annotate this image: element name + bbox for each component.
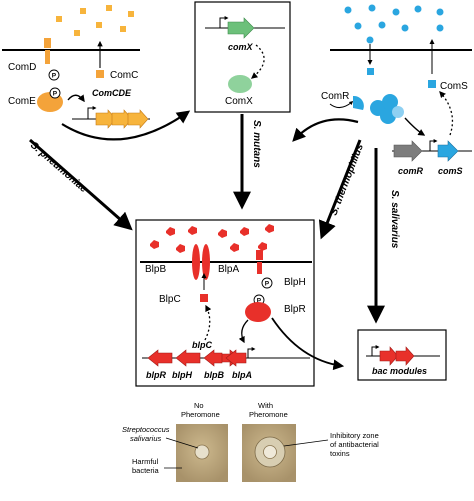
zone-label-line1: Inhibitory zone [330,431,379,440]
blpr-activation-arrow [238,319,249,344]
comc-square [96,70,104,78]
activation-arrow [67,94,85,103]
salivarius-colony-2 [263,445,277,459]
blpa-transporter [202,244,210,280]
blpb-label: BlpB [145,264,166,275]
comd-receptor [45,50,50,64]
phospho-label: P [52,73,57,80]
blp-gene-label-2: blpH [172,370,192,380]
comx-protein [228,75,252,93]
comr-monomer [353,95,364,110]
salivarius-label-line1: Streptococcus [122,425,170,434]
blpc-gene-label: blpC [192,340,212,350]
with-pheromone-line2: Pheromone [249,410,288,419]
bac-gene-arrow-1 [379,346,399,366]
thermophilus-to-comx-arrow [292,118,359,142]
comd-label: ComD [8,62,36,73]
salivarius-label-line2: salivarius [130,434,162,443]
with-pheromone-line1: With [258,401,273,410]
comr-coms-complex [370,94,404,124]
blph-label: BlpH [284,277,306,288]
blpc-label: BlpC [159,294,181,305]
pneumoniae-panel: ComD P P ComE ComC ComCDE [2,5,150,129]
comr-gene-arrow [393,140,423,162]
phospho-circle [48,69,60,81]
mutans-panel: comX ComX [194,1,291,113]
promoter-icon-mutans [219,16,229,28]
no-pheromone-line1: No [194,401,204,410]
blp-operon-arrows [147,349,247,367]
comx-gene-arrow [227,17,255,39]
blpb-transporter [192,244,200,280]
comr-gene-label: comR [398,166,424,176]
pneumoniae-arrow [29,138,133,231]
bac-modules-label: bac modules [372,366,427,376]
thermophilus-panel: ComS ComR comR comS [321,4,472,176]
blpr-regulator [245,302,271,322]
comx-protein-label: ComX [225,96,253,107]
mutans-species-label: S. mutans [251,120,262,168]
coms-square [428,80,436,88]
blpr-to-bac-arrow [271,317,345,371]
mutans-box [194,1,291,113]
comr-label: ComR [321,91,349,102]
bac-gene-arrow-2 [395,346,415,366]
comr-binding-arrow [329,100,354,108]
harmful-label-line2: bacteria [132,466,160,475]
blp-panel: BlpB BlpA BlpH P P BlpR BlpC blpC blpR b… [135,219,345,387]
blph-receptor [257,262,262,274]
blpa-label: BlpA [218,264,239,275]
phospho-label-blp-2: P [257,298,262,305]
promoter-icon [87,106,97,119]
phospho-label-2: P [53,91,58,98]
coms-pheromone-dots [344,4,444,44]
blpc-pheromone-dots [150,224,274,253]
comc-label: ComC [110,70,138,81]
plate-panel: No Pheromone With Pheromone Streptococcu… [122,401,379,482]
blp-gene-label-4: blpA [232,370,252,380]
blpr-label: BlpR [284,304,306,315]
bac-panel: bac modules [357,329,447,381]
promoter-icon-right [429,139,438,151]
activation-arrow-right [404,117,426,136]
bac-box [357,329,447,381]
salivarius-pointer [165,437,199,449]
blp-box [135,219,315,387]
coms-label: ComS [440,81,468,92]
come-label: ComE [8,96,36,107]
thermophilus-arrow [318,139,362,240]
phospho-label-blp: P [265,281,270,288]
blpc-translation-arrow [204,304,212,341]
coms-gene-label: comS [438,166,463,176]
coms-import-square [367,68,374,75]
thermophilus-species-label: S. thermophilus [329,142,367,217]
no-pheromone-line2: Pheromone [181,410,220,419]
phospho-circle-blp [261,277,273,289]
blp-gene-label-3: blpB [204,370,224,380]
coms-gene-arrow [437,140,459,162]
harmful-label-line1: Harmful [132,457,159,466]
pneumoniae-species-label: S. pneumoniae [28,140,89,195]
pneumoniae-to-comx-arrow [61,110,191,141]
blp-gene-label-1: blpR [146,370,166,380]
zone-pointer [283,439,329,447]
zone-label-line2: of antibacterial [330,440,379,449]
promoter-icon-blp [247,347,256,358]
feedback-arrow [439,91,454,136]
comcde-label: ComCDE [92,88,132,98]
salivarius-species-label: S. salivarius [389,190,400,249]
comc-pheromone-dots [56,5,134,36]
blph-receptor-top [256,250,263,260]
phospho-circle-2 [49,87,61,99]
comx-gene-label: comX [228,42,254,52]
comcde-genes [95,109,149,129]
comd-receptor-top [44,38,51,48]
zone-label-line3: toxins [330,449,350,458]
salivarius-colony-1 [194,444,210,460]
promoter-icon-bac [371,345,380,356]
translation-arrow [250,44,265,79]
blpc-square [200,294,208,302]
